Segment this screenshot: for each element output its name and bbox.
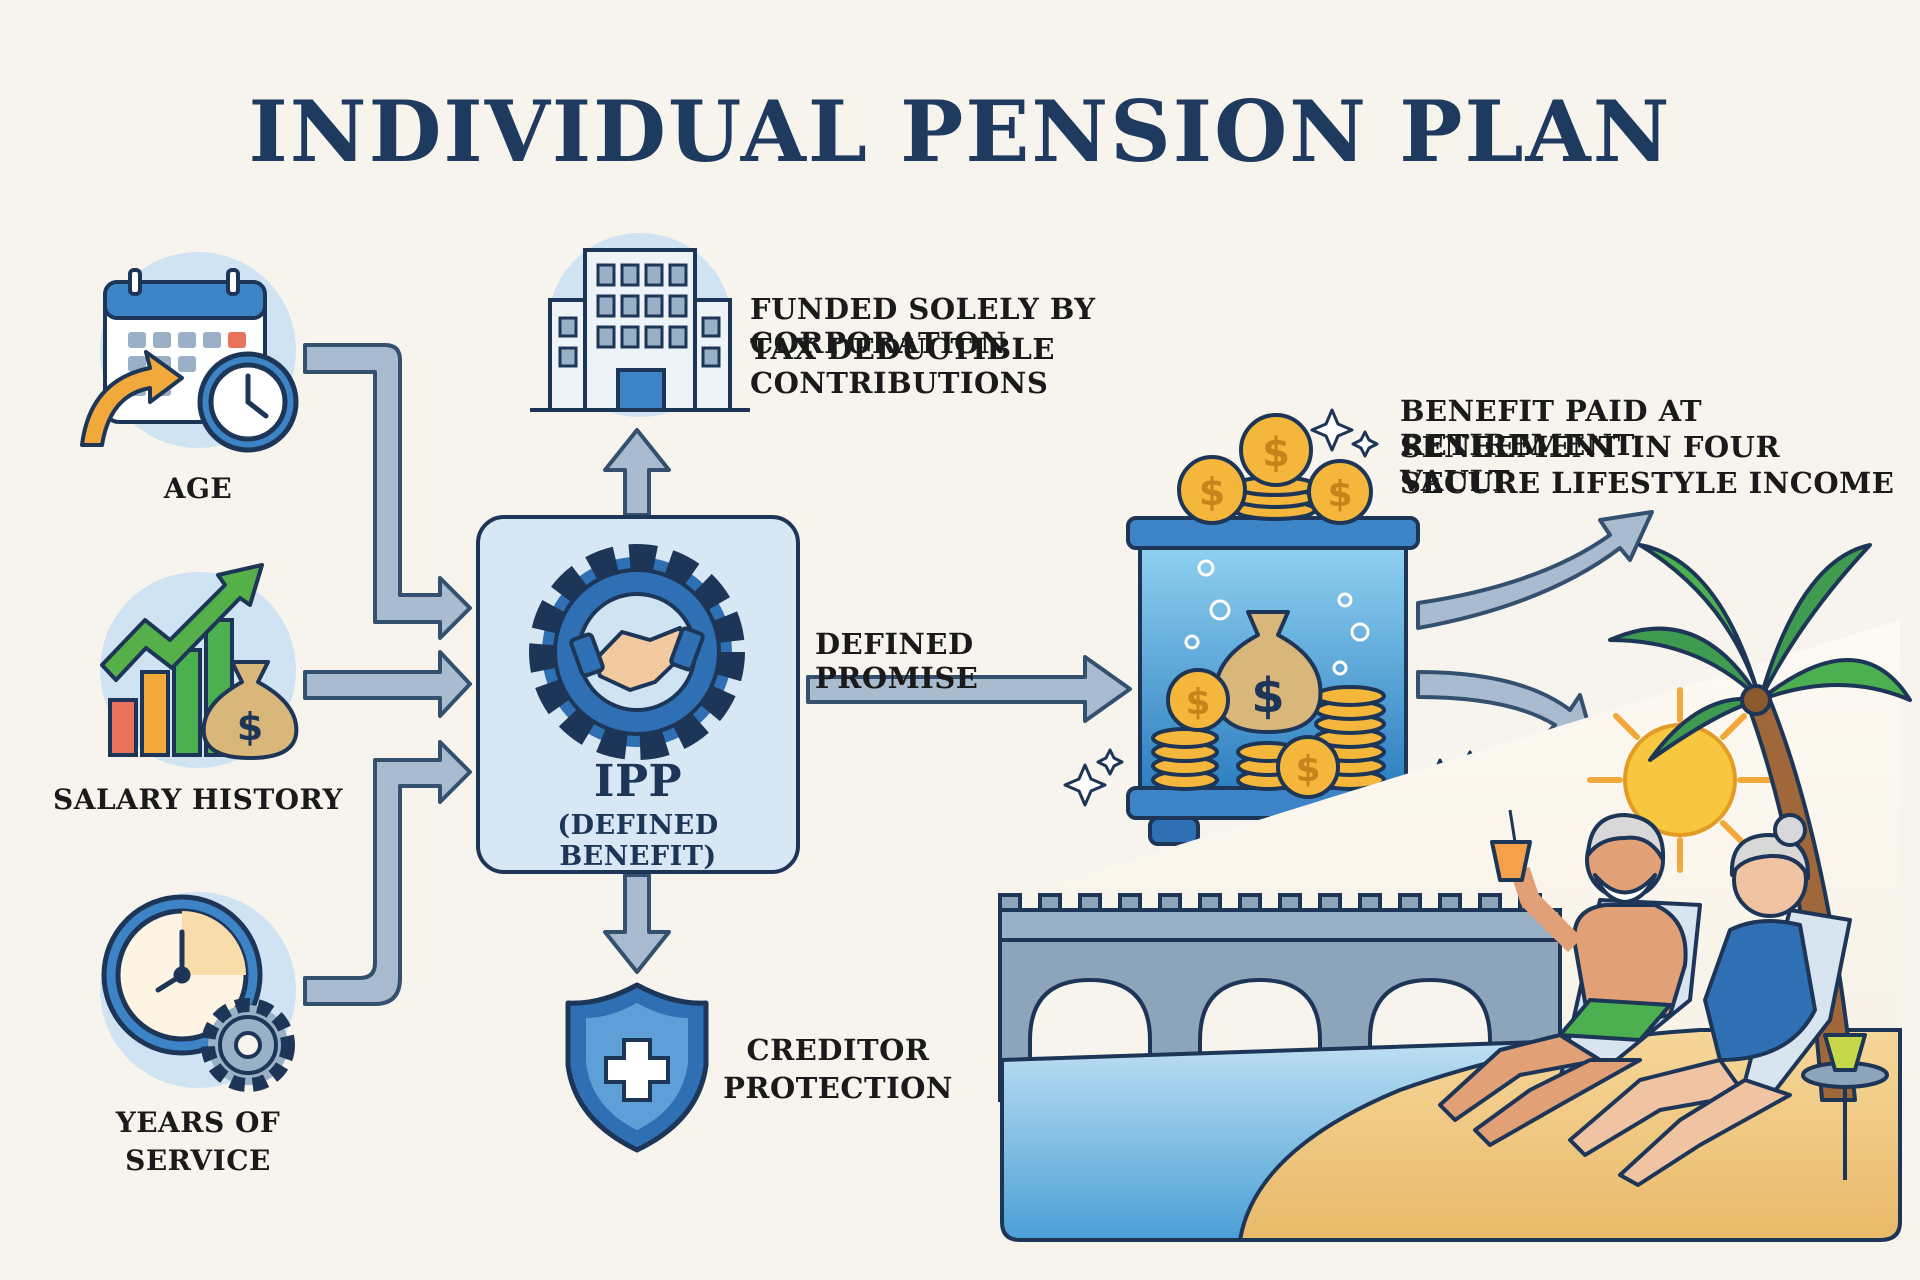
retirement-line2: SENEEMENT IN FOUR VAULT <box>1400 430 1781 498</box>
retirement-line1: BENEFIT PAID AT RETIREMENT <box>1400 394 1703 462</box>
retired-couple-icon <box>1438 809 1889 1187</box>
svg-text:$: $ <box>1262 430 1290 476</box>
curved-arrow-icon <box>80 350 184 447</box>
sun-icon <box>1587 687 1773 873</box>
arrow-salary-to-ipp <box>303 650 472 718</box>
clock-icon <box>197 351 299 453</box>
handshake-gear-icon <box>529 544 745 760</box>
svg-text:$: $ <box>237 705 263 749</box>
funding-line1: FUNDED SOLELY BY CORPORATION <box>750 292 1096 360</box>
gear-icon <box>201 998 295 1092</box>
arrow-defined-promise <box>806 655 1132 723</box>
svg-text:$: $ <box>1327 474 1352 515</box>
label-salary-history: SALARY HISTORY <box>53 783 343 816</box>
svg-text:$: $ <box>1199 470 1225 514</box>
arrow-years-to-ipp <box>303 740 472 1006</box>
arrow-ipp-to-building <box>603 428 671 517</box>
protection-line2: PROTECTION <box>723 1071 953 1105</box>
label-defined-promise: DEFINED PROMISE <box>815 627 979 695</box>
arrow-age-to-ipp <box>303 343 472 640</box>
arrow-ipp-to-shield <box>603 873 671 974</box>
svg-text:$: $ <box>1251 668 1284 724</box>
money-bag-icon: $ <box>201 660 299 760</box>
ipp-subtitle: (DEFINED BENEFIT) <box>557 810 719 872</box>
label-years-line2: SERVICE <box>125 1144 271 1177</box>
flow-arrows <box>303 343 1654 1006</box>
label-age: AGE <box>163 472 233 505</box>
protection-line1: CREDITOR <box>746 1033 930 1067</box>
shield-cross-icon <box>565 982 709 1153</box>
coin-vault-icon: $ $ $ $ $ $ <box>1126 413 1420 846</box>
arrow-vault-to-income <box>1416 510 1654 630</box>
retirement-line3: SECURE LIFESTYLE INCOME <box>1400 466 1895 500</box>
ipp-title: IPP <box>593 756 683 807</box>
beach-scene <box>998 543 1912 1242</box>
office-building-icon <box>530 233 750 417</box>
page-title: INDIVIDUAL PENSION PLAN <box>248 82 1672 181</box>
svg-text:$: $ <box>1295 749 1320 790</box>
svg-text:$: $ <box>1185 682 1210 723</box>
funding-line2: TAX DEDUCTIBLE CONTRIBUTIONS <box>750 332 1056 400</box>
label-years-line1: YEARS OF <box>115 1106 281 1139</box>
